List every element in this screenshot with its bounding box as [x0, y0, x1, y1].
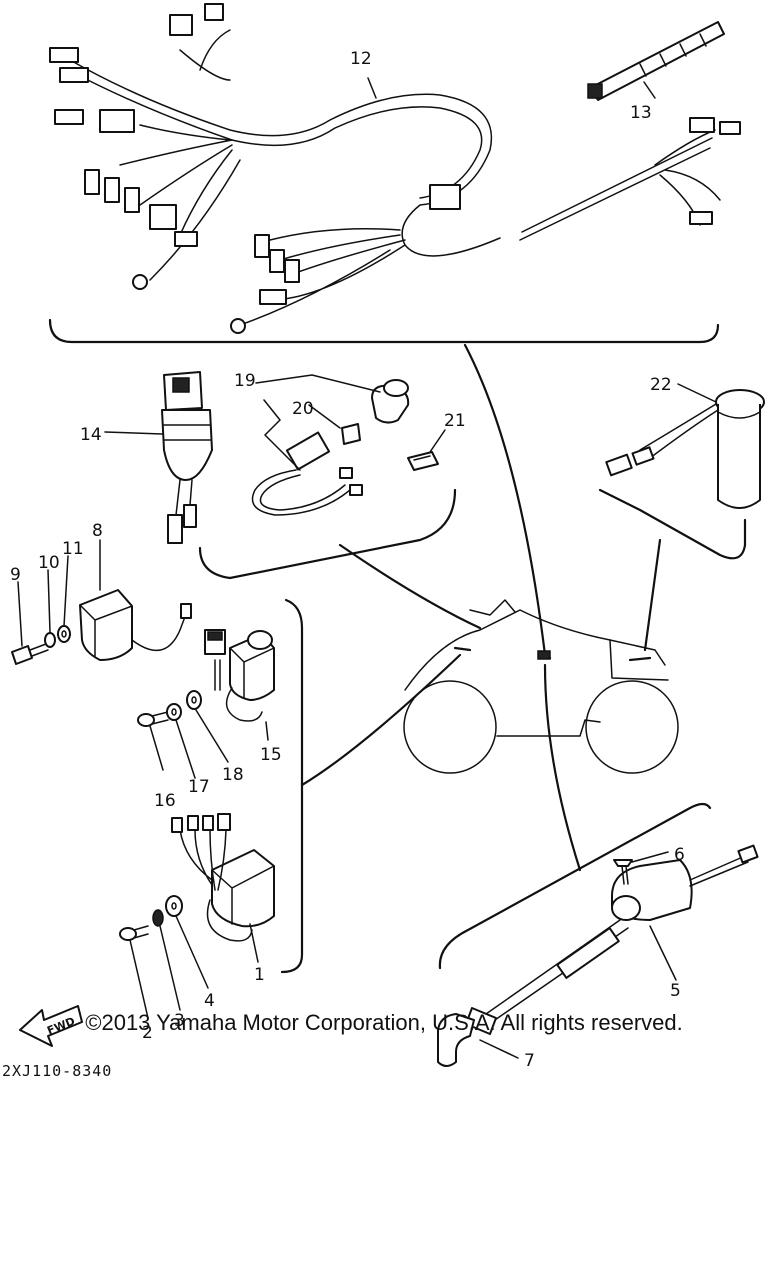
throttle-cable-7 [437, 919, 629, 1067]
callout-18: 18 [222, 765, 244, 785]
callout-16: 16 [154, 791, 176, 811]
callout-17: 17 [188, 777, 210, 797]
callout-9: 9 [10, 565, 21, 585]
callout-13: 13 [630, 103, 652, 123]
callout-10: 10 [38, 553, 60, 573]
throttle-housing-5 [611, 844, 759, 921]
bolt-2 [119, 925, 149, 941]
callout-15: 15 [260, 745, 282, 765]
washer-4 [165, 895, 183, 917]
screw-6 [613, 859, 633, 885]
atv-silhouette [403, 599, 679, 774]
ignitor-bracket [280, 598, 304, 974]
lock-washer-10 [44, 632, 56, 648]
callout-21: 21 [444, 411, 466, 431]
callout-11: 11 [62, 539, 84, 559]
callout-12: 12 [350, 49, 372, 69]
lock-washer-3 [152, 909, 164, 927]
callout-1: 1 [254, 965, 265, 985]
callout-22: 22 [650, 375, 672, 395]
ignition-coil-15 [204, 629, 275, 722]
callout-2: 2 [142, 1023, 153, 1043]
bolt-9 [11, 643, 49, 665]
callout-4: 4 [204, 991, 215, 1011]
leader-lines [300, 343, 662, 872]
main-switch [161, 371, 213, 544]
diagram-reference-code: 2XJ110-8340 [2, 1062, 112, 1080]
spark-plug-cap-lead [251, 431, 363, 516]
callout-leaders [17, 77, 717, 1059]
pickup-coil-8 [79, 589, 192, 661]
callout-labels: 12 13 14 19 20 21 22 8 9 10 11 15 16 17 … [10, 49, 685, 1071]
callout-6: 6 [674, 845, 685, 865]
bolt-16 [137, 711, 169, 727]
callout-3: 3 [174, 1011, 185, 1031]
callout-7: 7 [524, 1051, 535, 1071]
clip-part-21 [407, 451, 439, 471]
cable-band [587, 21, 725, 101]
plug-cap [371, 379, 410, 424]
callout-19: 19 [234, 371, 256, 391]
spark-plug-cap-bracket [598, 488, 747, 560]
callout-5: 5 [670, 981, 681, 1001]
ignition-group-bracket [198, 488, 457, 580]
callout-8: 8 [92, 521, 103, 541]
spring-part-20 [341, 423, 361, 445]
cdi-unit-1 [171, 813, 275, 942]
wire-harness-bracket [48, 318, 720, 344]
washer-17 [166, 703, 182, 721]
callout-14: 14 [80, 425, 102, 445]
washer-11 [57, 625, 71, 643]
resistor-cap [605, 389, 765, 509]
wire-harness [49, 3, 741, 334]
washer-18 [186, 690, 202, 710]
callout-20: 20 [292, 399, 314, 419]
copyright-notice: ©2013 Yamaha Motor Corporation, U.S.A. A… [85, 1010, 683, 1035]
